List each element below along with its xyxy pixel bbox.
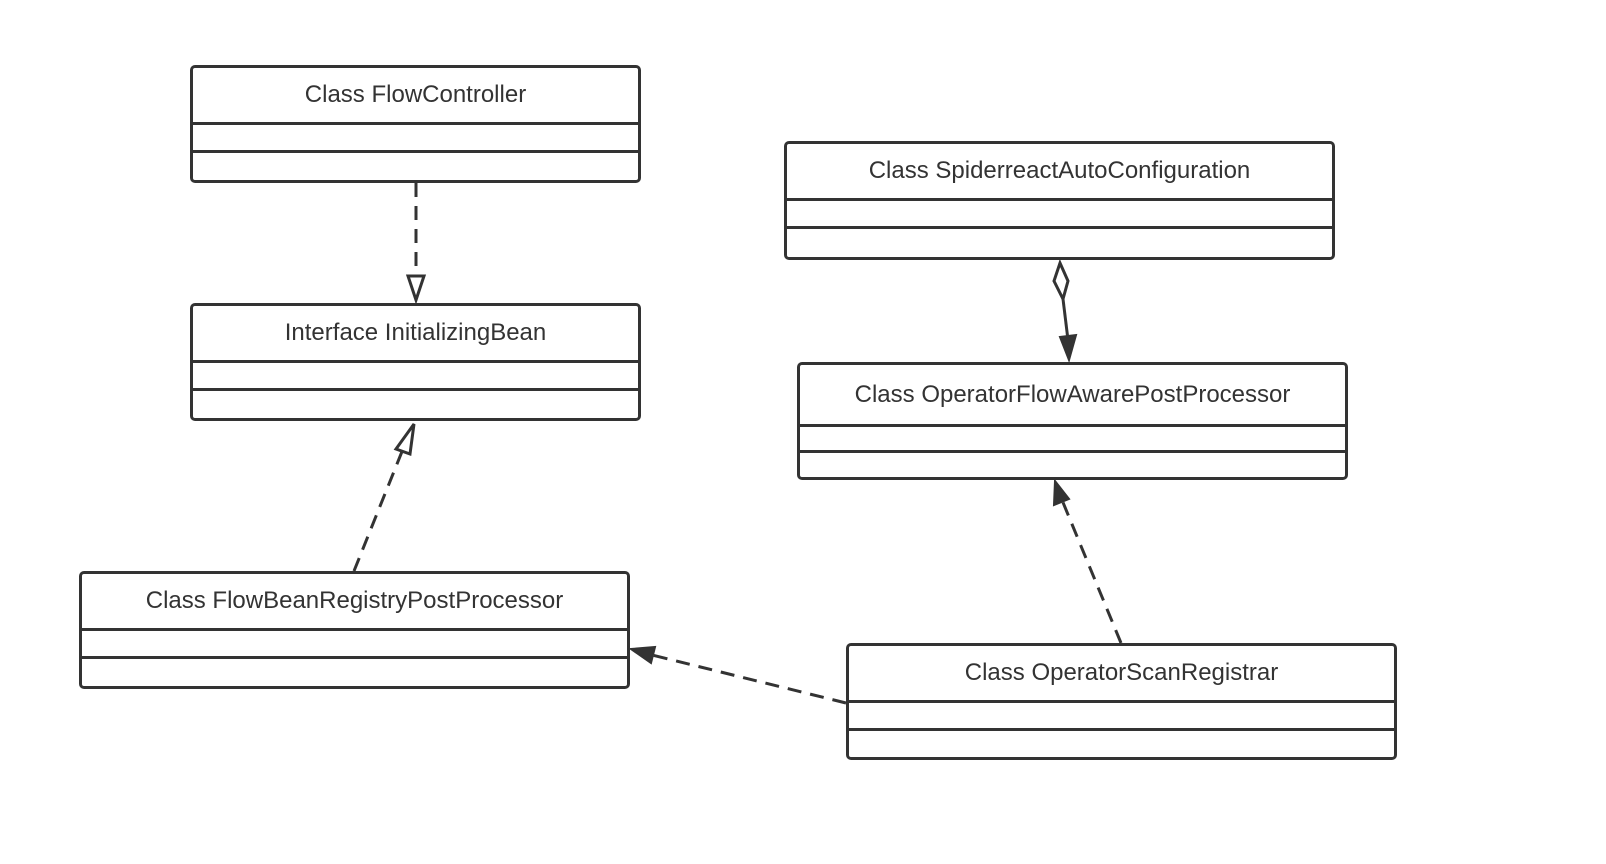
relation-flowbeanregistry-realizes-initializingbean [352, 423, 416, 572]
class-name: Class OperatorFlowAwarePostProcessor [800, 365, 1345, 427]
class-box-flow-bean-registry-post-processor[interactable]: Class FlowBeanRegistryPostProcessor [79, 571, 630, 689]
attributes-compartment [849, 703, 1394, 731]
class-name: Class FlowBeanRegistryPostProcessor [82, 574, 627, 631]
relation-operatorscan-depends-flowbeanregistry [628, 645, 847, 705]
relation-operatorscan-depends-operatorflowaware [1052, 478, 1123, 644]
class-box-operator-flow-aware-post-processor[interactable]: Class OperatorFlowAwarePostProcessor [797, 362, 1348, 480]
class-box-spiderreact-auto-configuration[interactable]: Class SpiderreactAutoConfiguration [784, 141, 1335, 260]
class-name: Interface InitializingBean [193, 306, 638, 363]
class-name: Class SpiderreactAutoConfiguration [787, 144, 1332, 201]
class-box-flow-controller[interactable]: Class FlowController [190, 65, 641, 183]
methods-compartment [787, 229, 1332, 257]
methods-compartment [193, 153, 638, 180]
class-box-operator-scan-registrar[interactable]: Class OperatorScanRegistrar [846, 643, 1397, 760]
methods-compartment [82, 659, 627, 686]
class-name: Class FlowController [193, 68, 638, 125]
class-box-initializing-bean[interactable]: Interface InitializingBean [190, 303, 641, 421]
methods-compartment [849, 731, 1394, 757]
attributes-compartment [787, 201, 1332, 229]
relation-spiderreact-aggregates-operatorflowaware [1052, 258, 1078, 364]
attributes-compartment [800, 427, 1345, 453]
class-name: Class OperatorScanRegistrar [849, 646, 1394, 703]
attributes-compartment [82, 631, 627, 659]
attributes-compartment [193, 125, 638, 153]
methods-compartment [193, 391, 638, 418]
methods-compartment [800, 453, 1345, 477]
attributes-compartment [193, 363, 638, 391]
relation-flowcontroller-realizes-initializingbean [405, 183, 427, 305]
